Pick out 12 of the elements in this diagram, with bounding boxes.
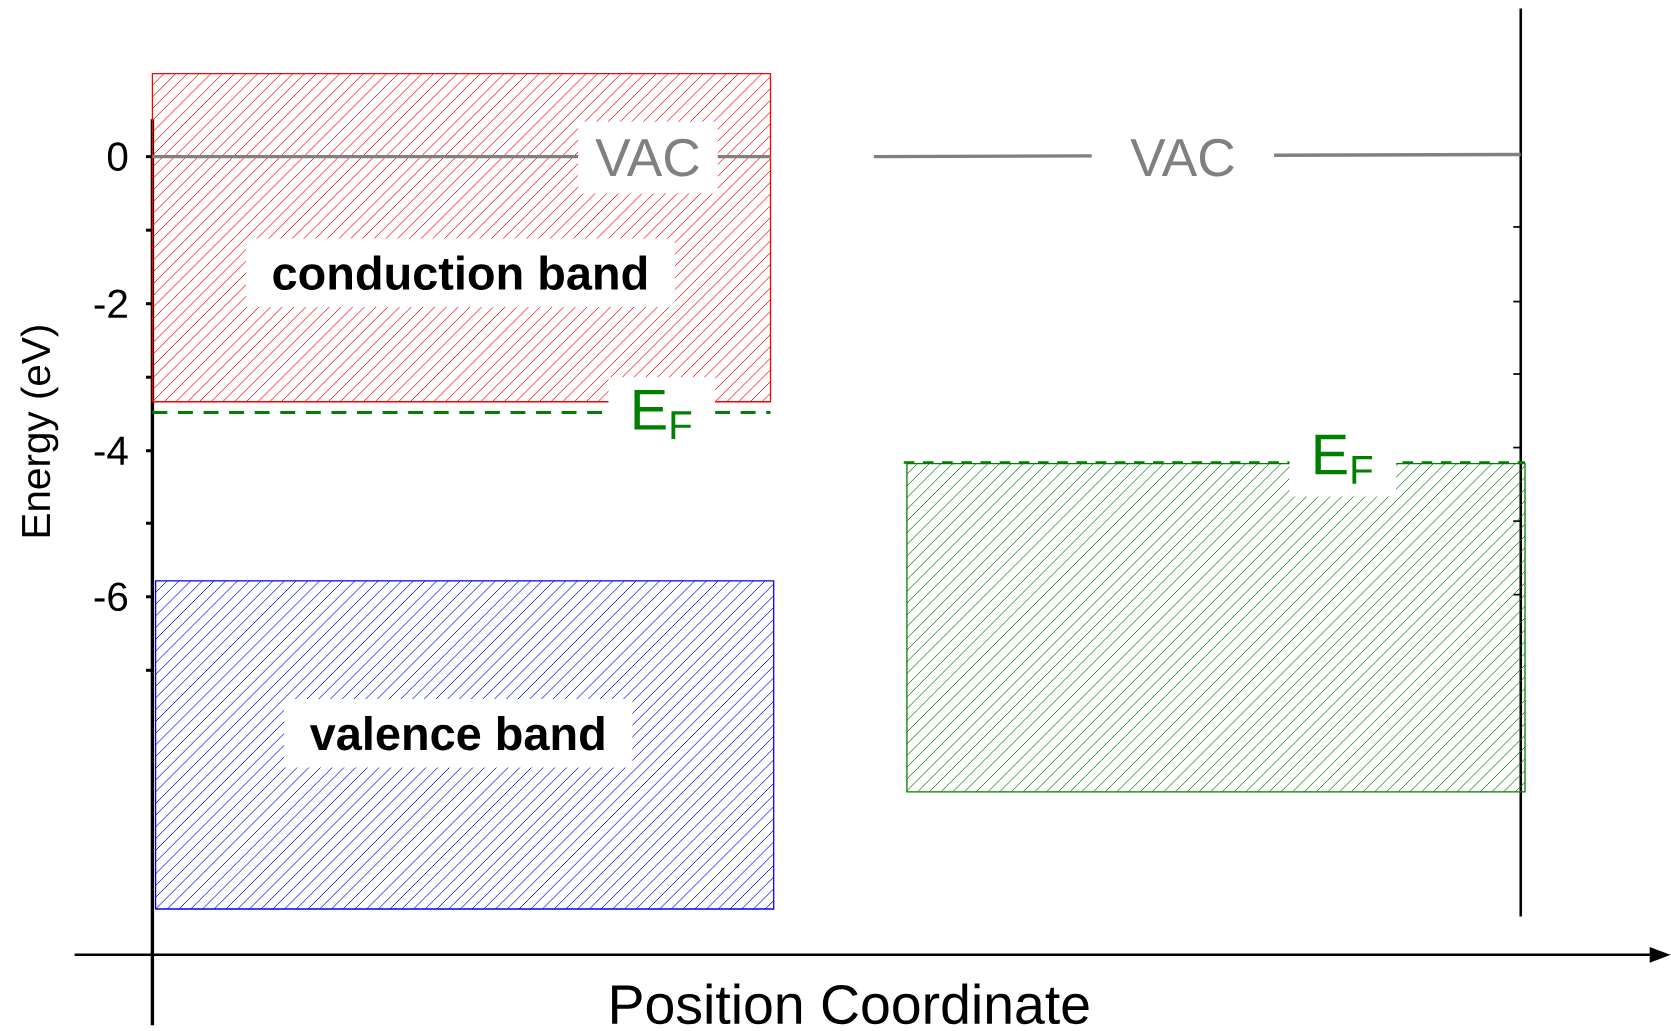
axis-title: Position Coordinate	[612, 983, 1089, 1025]
level-label: E$_{F}$	[1289, 422, 1397, 497]
level-label: E$_{F}$	[608, 377, 716, 453]
band-label: valence band	[284, 699, 633, 768]
level-label: VAC	[578, 122, 718, 194]
tick-label: -6	[94, 582, 128, 612]
level-label: VAC	[1091, 126, 1275, 190]
band-label: conduction band	[245, 238, 675, 308]
axis-title: Energy (eV)	[20, 326, 59, 537]
tick-label: 0	[107, 142, 128, 172]
tick-label: -4	[94, 437, 128, 465]
tick-label: -2	[94, 289, 127, 319]
